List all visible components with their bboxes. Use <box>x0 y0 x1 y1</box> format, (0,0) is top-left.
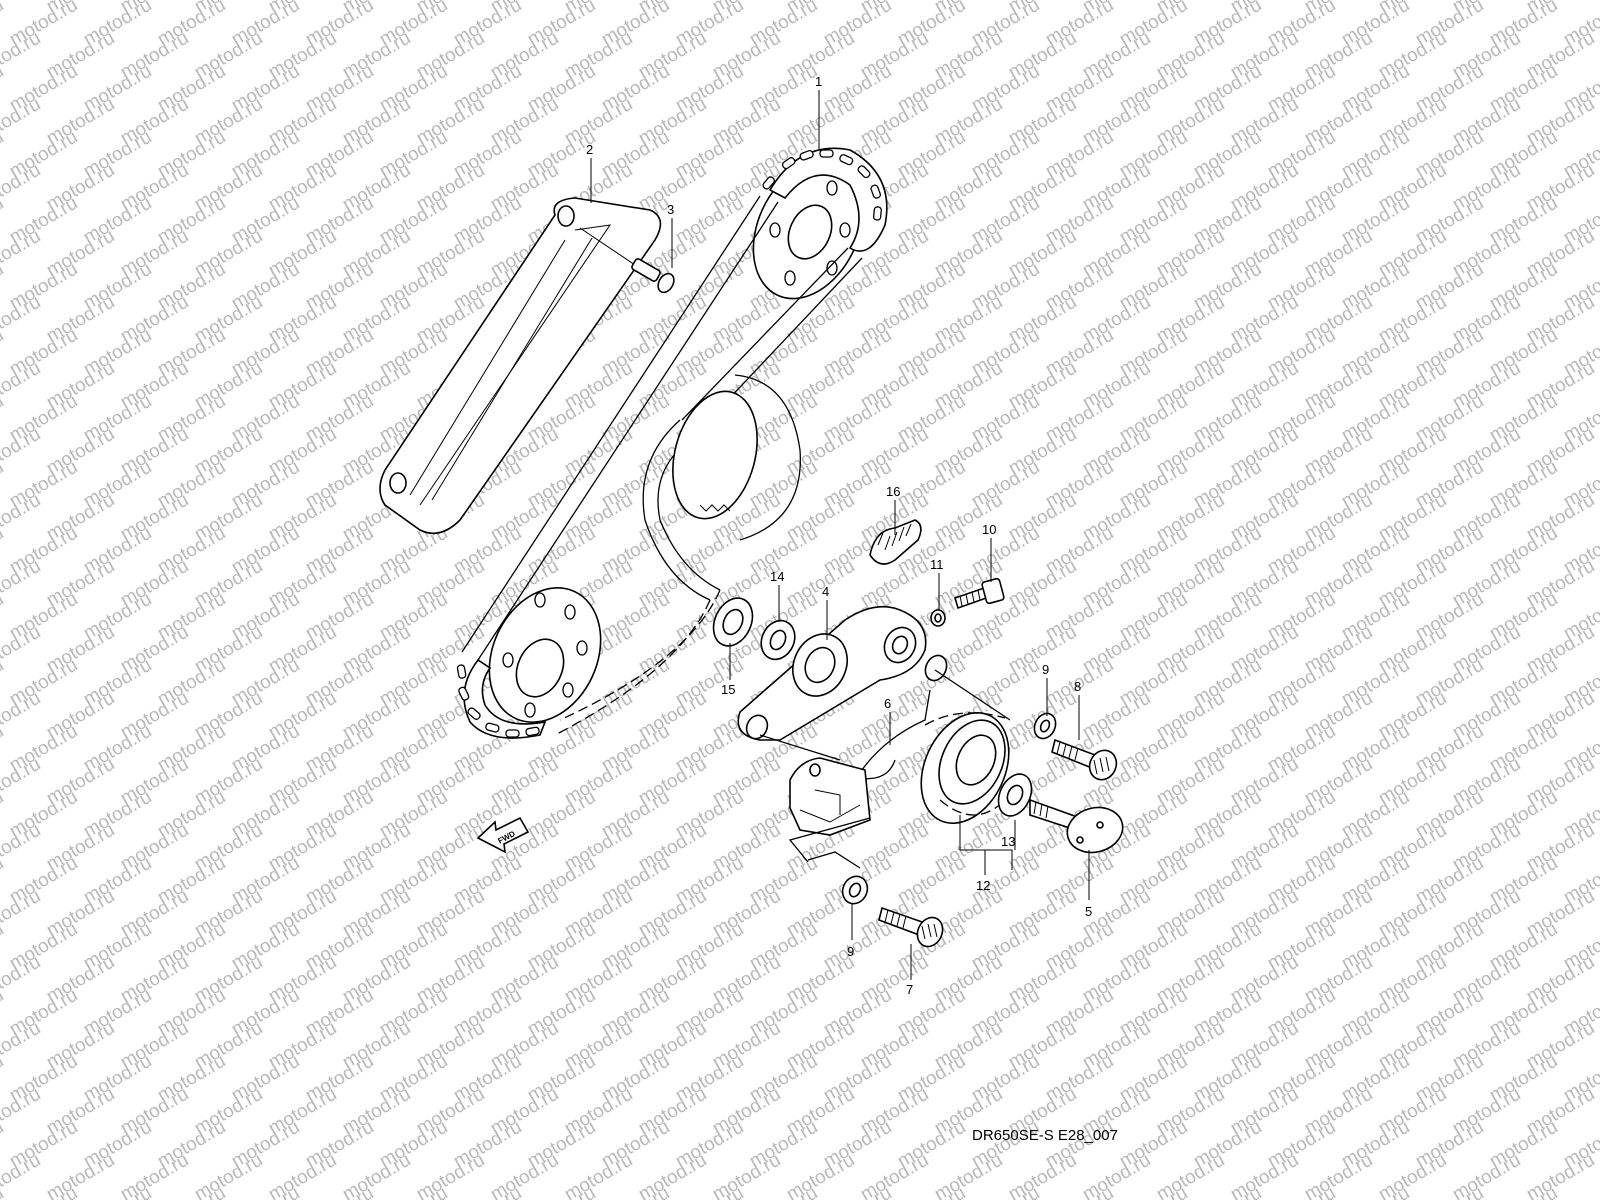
tensioner-arm <box>737 605 948 741</box>
callout-14: 14 <box>770 569 784 584</box>
callout-leaders <box>590 90 1090 980</box>
bolt-7-leader-bracket <box>807 851 861 869</box>
chain-guide <box>379 197 662 535</box>
crankcase-hub <box>672 374 801 541</box>
seal-15 <box>712 597 754 647</box>
callout-10: 10 <box>982 522 996 537</box>
callout-13: 13 <box>1001 834 1015 849</box>
stud-8 <box>1051 738 1118 781</box>
callout-labels: 1 2 3 4 5 6 7 8 9 9 10 11 12 13 14 15 16 <box>586 74 1092 997</box>
callout-9-upper: 9 <box>1042 662 1049 677</box>
washer-9-lower <box>841 875 869 905</box>
washer-9-upper <box>1033 712 1057 740</box>
tensioner-spring <box>869 519 922 565</box>
callout-12: 12 <box>976 878 990 893</box>
callout-7: 7 <box>906 982 913 997</box>
callout-11: 11 <box>930 557 944 572</box>
callout-1: 1 <box>815 74 822 89</box>
callout-2: 2 <box>586 142 593 157</box>
cam-chain <box>456 147 888 739</box>
tensioner-bolt <box>930 577 1005 627</box>
callout-4: 4 <box>822 584 829 599</box>
callout-3: 3 <box>667 202 674 217</box>
callout-15: 15 <box>721 682 735 697</box>
tensioner-bracket <box>789 757 871 836</box>
roller-collar <box>997 773 1033 817</box>
roller-shaft <box>1029 798 1124 854</box>
callout-8: 8 <box>1074 679 1081 694</box>
callout-16: 16 <box>886 484 900 499</box>
callout-6: 6 <box>884 696 891 711</box>
tensioner-roller <box>920 669 1011 825</box>
callout-9-lower: 9 <box>847 944 854 959</box>
diagram-code: DR650SE-S E28_007 <box>972 1127 1118 1144</box>
fwd-arrow-icon: FWD <box>476 816 530 854</box>
callout-5: 5 <box>1085 904 1092 919</box>
guide-bolt <box>579 227 675 294</box>
bolt-7 <box>878 906 944 948</box>
washer-14 <box>760 619 796 661</box>
